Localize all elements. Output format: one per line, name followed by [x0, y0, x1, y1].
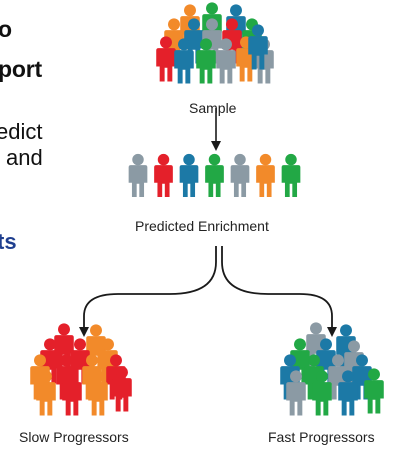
sample-crowd: [156, 2, 274, 84]
fast-progressors-crowd: [280, 322, 384, 416]
predicted-enrichment-label: Predicted Enrichment: [135, 218, 269, 234]
sample-label: Sample: [189, 100, 237, 116]
person-icon: [154, 153, 173, 197]
person-icon: [230, 153, 250, 197]
accent-fragment: ts: [0, 229, 17, 254]
fast-progressors-label: Fast Progressors: [268, 429, 375, 445]
person-icon: [256, 153, 275, 197]
body-fragment-1: edict: [0, 119, 43, 144]
branch-to-slow-arrow: [79, 246, 217, 337]
slow-progressors-crowd: [30, 323, 132, 416]
heading-fragment-2: port: [0, 56, 42, 82]
body-fragment-2: and: [6, 145, 43, 170]
person-icon: [281, 153, 301, 197]
person-icon: [128, 153, 148, 197]
predicted-row: [128, 153, 301, 197]
branch-to-fast-arrow: [221, 246, 337, 337]
person-icon: [205, 153, 224, 197]
person-icon: [179, 153, 199, 197]
slow-progressors-label: Slow Progressors: [19, 429, 129, 445]
heading-fragment-1: o: [0, 16, 12, 42]
